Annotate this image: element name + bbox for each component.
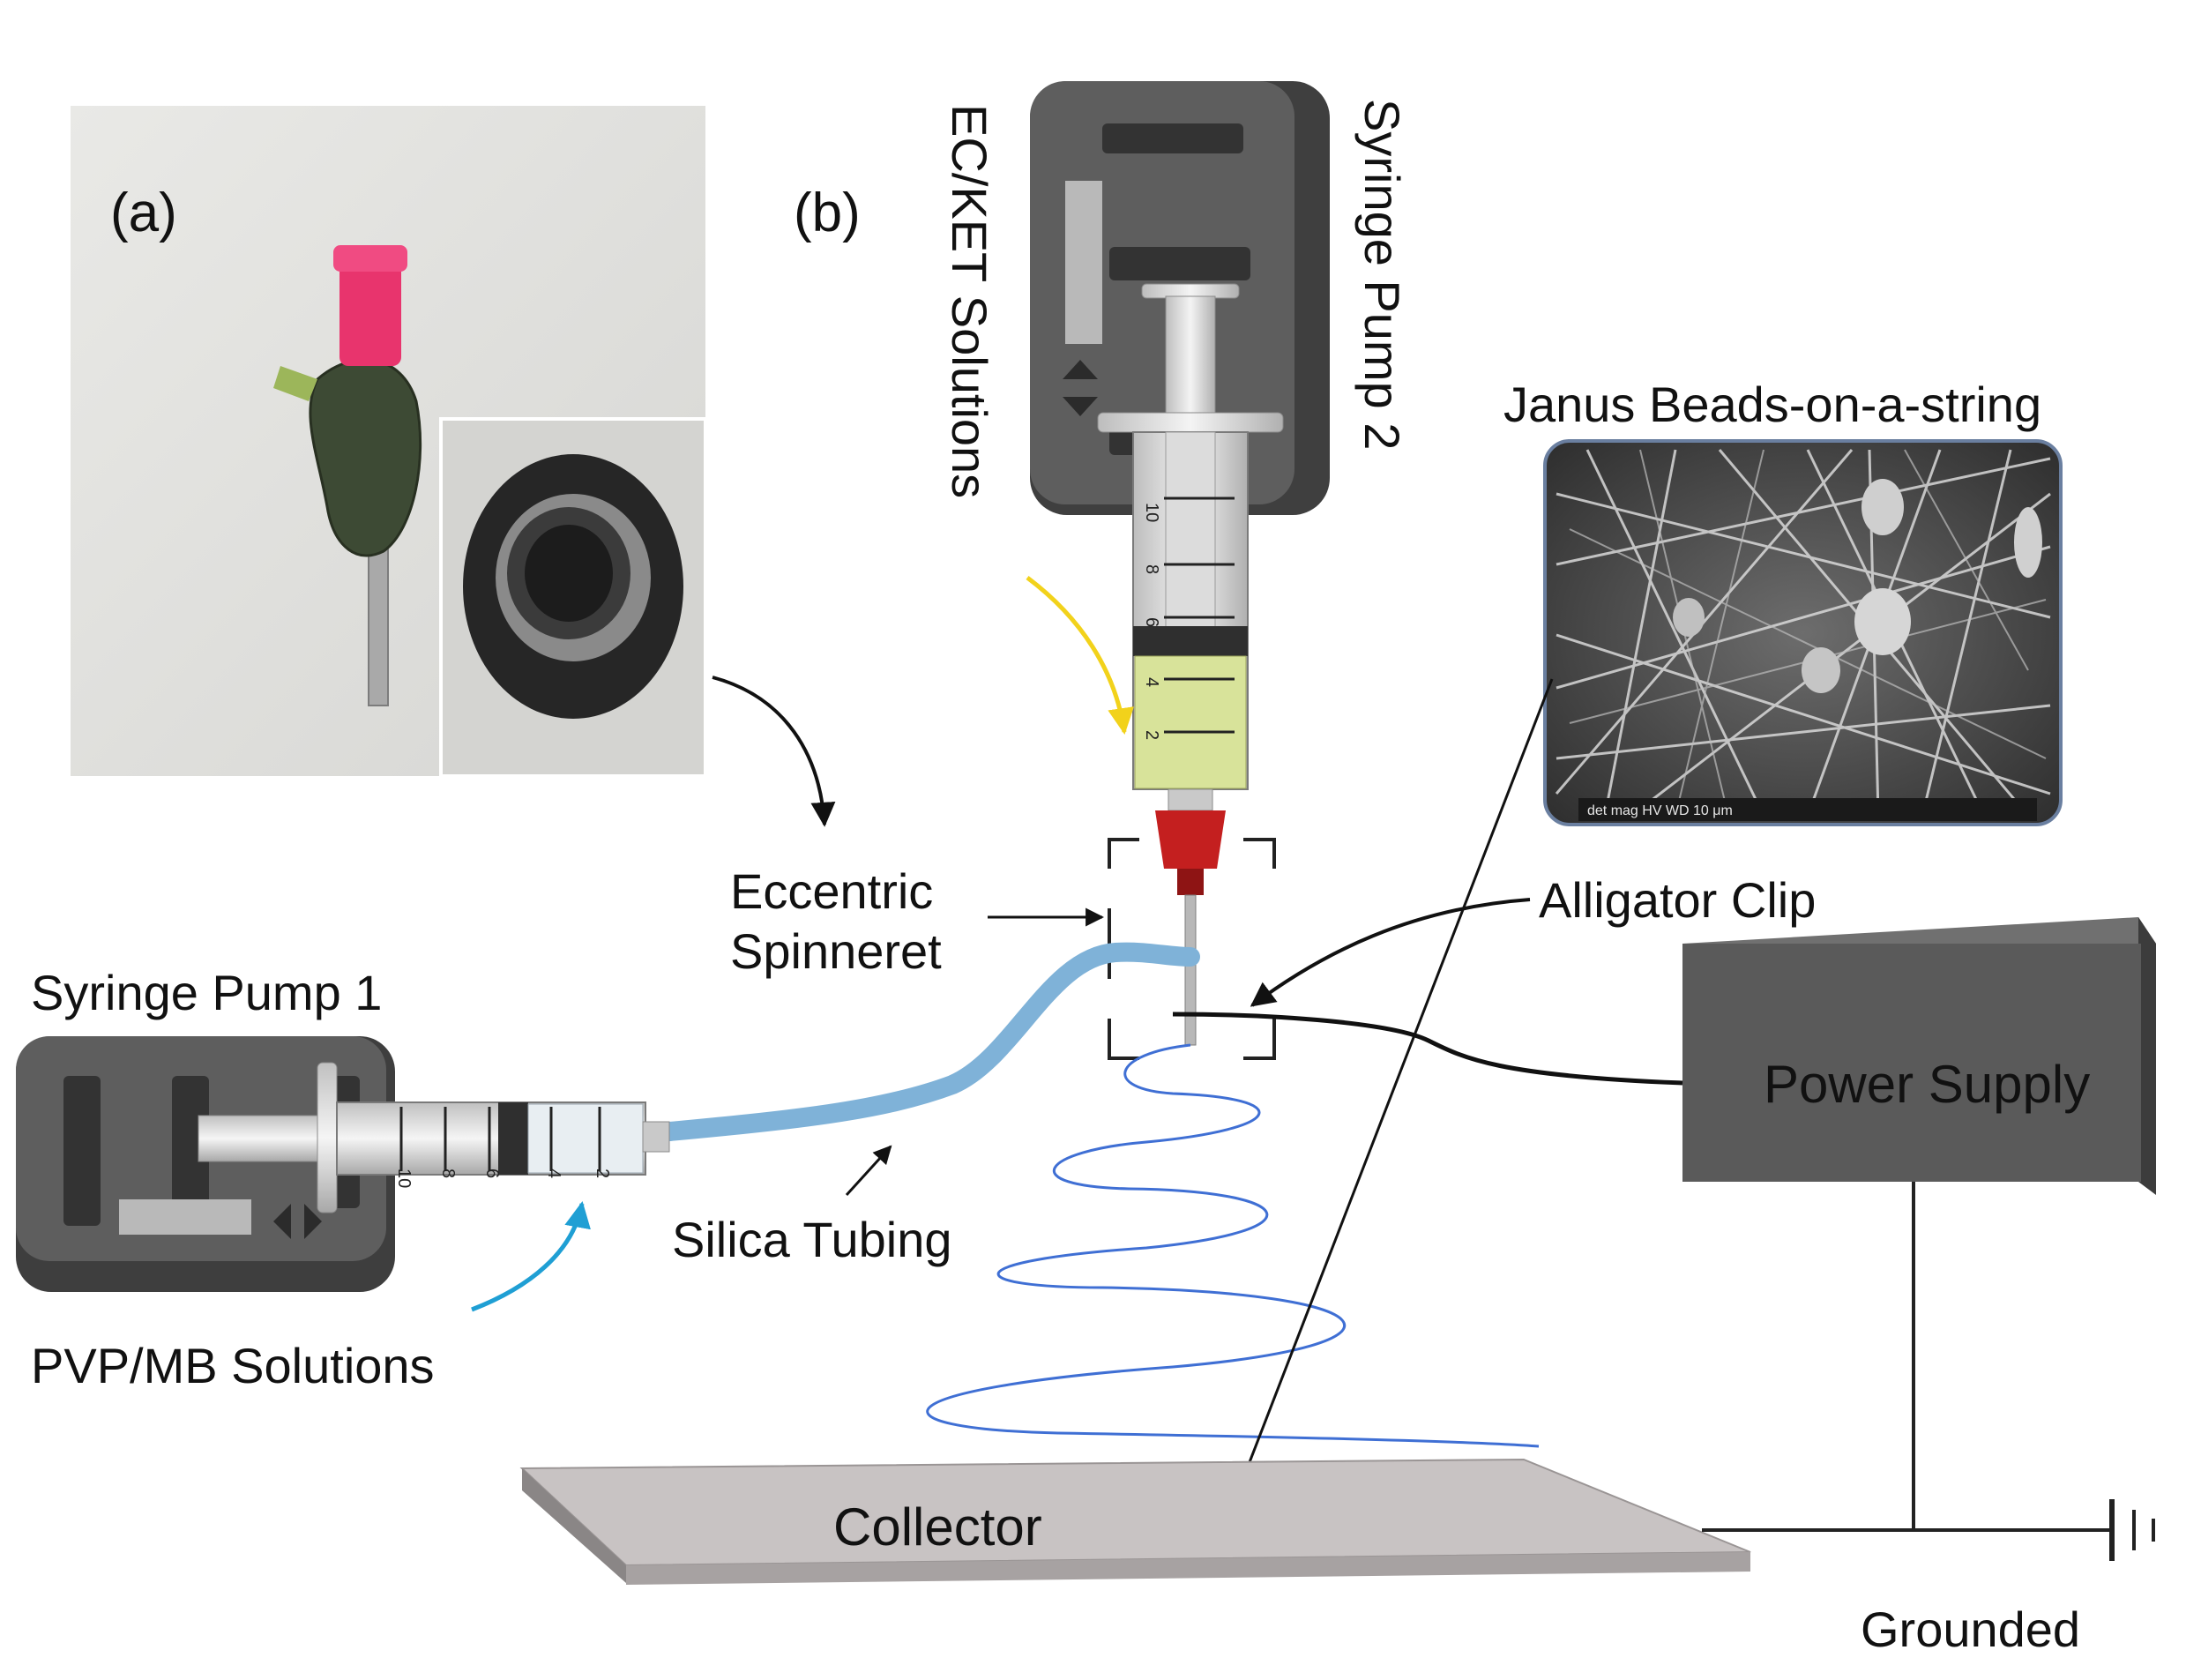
photo-to-spinneret-arrow (712, 676, 836, 827)
label-janus-beads: Janus Beads-on-a-string (1503, 377, 2041, 432)
scale1-tick-6: 6 (482, 1169, 502, 1178)
sem-to-collector-line (1228, 678, 1554, 1513)
label-power-supply: Power Supply (1764, 1055, 2090, 1114)
electrospinning-jet (926, 1043, 1540, 1448)
ground-icon (2109, 1499, 2155, 1561)
blue-arrow (471, 1201, 591, 1312)
label-silica-tubing: Silica Tubing (672, 1212, 952, 1267)
syringe-2-scale (1164, 497, 1235, 734)
panel-label-b: (b) (794, 183, 861, 243)
syringe-1-scale-labels: 10 8 6 4 2 (394, 1169, 612, 1188)
clip-pointer (1250, 898, 1531, 1007)
photo-needle-tip-inset (439, 417, 707, 778)
scale1-tick-2: 2 (593, 1169, 612, 1178)
syringe-1 (198, 1062, 670, 1213)
label-spinneret: Spinneret (730, 923, 942, 979)
yellow-arrow (1026, 576, 1135, 735)
label-syringe-pump-1: Syringe Pump 1 (31, 965, 382, 1020)
syringe-2-scale-labels: 10 8 6 4 2 (1142, 503, 1161, 740)
label-pvp-mb-solutions: PVP/MB Solutions (31, 1338, 435, 1393)
label-syringe-pump-2: Syringe Pump 2 (1354, 99, 1410, 450)
label-grounded: Grounded (1861, 1602, 2080, 1657)
tubing-pointer (845, 1145, 892, 1197)
sem-image: det mag HV WD 10 μm (1543, 439, 2063, 826)
silica-tubing (641, 942, 1200, 1143)
scale2-tick-10: 10 (1142, 503, 1161, 522)
syringe-1-scale (399, 1107, 601, 1171)
scale2-tick-6: 6 (1142, 617, 1161, 627)
sem-info-bar: det mag HV WD 10 μm (1587, 803, 1733, 818)
syringe-2 (1097, 283, 1284, 1046)
scale2-tick-2: 2 (1142, 730, 1161, 740)
power-supply (1682, 917, 2156, 1195)
scale1-tick-10: 10 (394, 1169, 414, 1188)
collector (519, 1458, 1751, 1585)
label-alligator-clip: Alligator Clip (1539, 872, 1816, 928)
ground-wiring (1702, 1182, 2112, 1532)
scale2-tick-8: 8 (1142, 564, 1161, 574)
label-ec-ket-solutions: EC/KET Solutions (942, 104, 997, 498)
scale1-tick-8: 8 (438, 1169, 458, 1178)
panel-label-a: (a) (110, 183, 177, 243)
hv-wire (1172, 1012, 1683, 1086)
scale1-tick-4: 4 (544, 1169, 563, 1178)
scale2-tick-4: 4 (1142, 677, 1161, 687)
label-eccentric: Eccentric (730, 863, 933, 919)
label-collector: Collector (833, 1497, 1042, 1557)
